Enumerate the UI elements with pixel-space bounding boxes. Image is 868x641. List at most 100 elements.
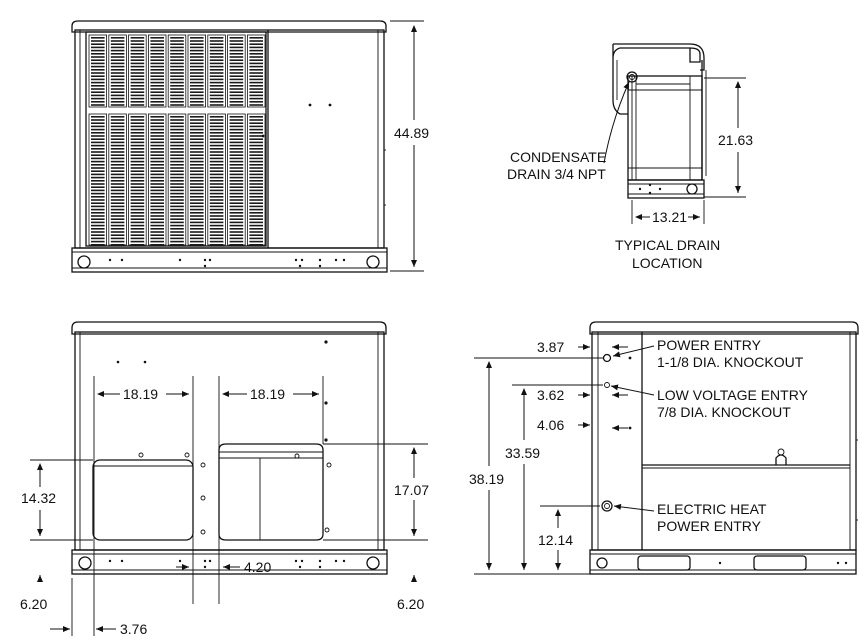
louver-slat — [190, 75, 204, 77]
louver-slat — [150, 196, 164, 198]
louver-slat — [110, 59, 125, 61]
low-voltage-line2: 7/8 DIA. KNOCKOUT — [657, 404, 791, 420]
louver-slat — [150, 228, 164, 230]
louver-slat — [91, 212, 105, 214]
louver-slat — [130, 91, 145, 93]
louver-slat — [150, 170, 164, 172]
louver-slat — [110, 205, 125, 208]
louver-slat — [229, 170, 244, 172]
louver-slat — [229, 234, 244, 236]
louver-slat — [249, 101, 263, 103]
louver-slat — [110, 160, 125, 163]
louver-slat — [130, 189, 145, 192]
louver-slat — [110, 224, 125, 227]
base-rail-hole — [178, 258, 182, 262]
louver-slat — [190, 231, 204, 233]
louver-slat — [150, 69, 164, 71]
louver-slat — [130, 135, 145, 137]
louver-slat — [229, 125, 244, 128]
louver-slat — [190, 186, 204, 188]
louver-slat — [209, 173, 224, 176]
louver-slat — [150, 244, 164, 246]
louver-slat — [190, 138, 204, 140]
louver-slat — [130, 49, 145, 52]
louver-slat — [190, 202, 204, 204]
louver-slat — [249, 183, 263, 185]
louver-slat — [249, 116, 263, 118]
louver-slat — [130, 97, 145, 100]
louver-slat — [229, 176, 244, 179]
louver-slat — [110, 43, 125, 45]
louver-slat — [170, 104, 184, 106]
louver-slat — [229, 196, 244, 198]
louver-slat — [209, 218, 224, 220]
louver-slat — [249, 119, 263, 121]
louver-slat — [229, 116, 244, 118]
louver-slat — [229, 208, 244, 211]
louver-slat — [170, 101, 184, 103]
louver-slat — [170, 228, 184, 230]
louver-slat — [190, 128, 204, 131]
louver-slat — [229, 94, 244, 97]
louver-slat — [110, 122, 125, 124]
louver-slat — [150, 53, 164, 55]
louver-slat — [190, 69, 204, 71]
louver-slat — [91, 244, 105, 246]
louver-slat — [110, 237, 125, 240]
louver-slat — [249, 164, 263, 166]
louver-slat — [209, 72, 224, 74]
base-rail-hole — [203, 258, 207, 262]
louver-slat — [170, 202, 184, 204]
louver-slat — [91, 85, 105, 87]
louver-slat — [170, 234, 184, 236]
louver-slat — [91, 218, 105, 220]
condensate-callout-line1: CONDENSATE — [510, 149, 606, 165]
louver-slat — [91, 56, 105, 58]
louver-slat — [150, 240, 164, 243]
louver-slat — [110, 151, 125, 153]
louver-slat — [130, 237, 145, 240]
louver-slat — [209, 167, 224, 169]
louver-slat — [150, 75, 164, 77]
louver-slat — [249, 104, 263, 106]
louver-slat — [249, 69, 263, 71]
louver-slat — [229, 40, 244, 42]
louver-slat — [190, 183, 204, 185]
louver-slat — [91, 167, 105, 169]
louver-slat — [130, 218, 145, 220]
louver-slat — [130, 85, 145, 87]
louver-slat — [150, 37, 164, 39]
louver-slat — [190, 173, 204, 176]
louver-slat — [249, 128, 263, 131]
louver-slat — [209, 78, 224, 81]
louver-slat — [110, 101, 125, 103]
louver-slat — [150, 125, 164, 128]
louver-slat — [110, 164, 125, 166]
louver-slat — [229, 189, 244, 192]
louver-slat — [249, 135, 263, 137]
louver-slat — [170, 237, 184, 240]
louver-slat — [209, 208, 224, 211]
louver-slat — [150, 91, 164, 93]
louver-slat — [209, 192, 224, 195]
louver-slat — [229, 157, 244, 160]
louver-slat — [91, 138, 105, 140]
louver-slat — [209, 75, 224, 77]
louver-slat — [110, 97, 125, 100]
louver-slat — [229, 215, 244, 217]
base-rail-hole — [318, 565, 322, 569]
louver-slat — [190, 144, 204, 147]
louver-slat — [110, 173, 125, 176]
left-inset-dim: 3.76 — [120, 621, 147, 637]
louver-slat — [209, 97, 224, 100]
louver-slat — [170, 208, 184, 211]
louver-slat — [249, 91, 263, 93]
louver-slat — [249, 65, 263, 68]
center-gap-dim: 4.20 — [244, 559, 271, 575]
louver-slat — [110, 75, 125, 77]
louver-slat — [91, 59, 105, 61]
base-rail-hole — [300, 258, 304, 262]
louver-slat — [130, 164, 145, 166]
louver-slat — [249, 56, 263, 58]
louver-slat — [91, 237, 105, 240]
